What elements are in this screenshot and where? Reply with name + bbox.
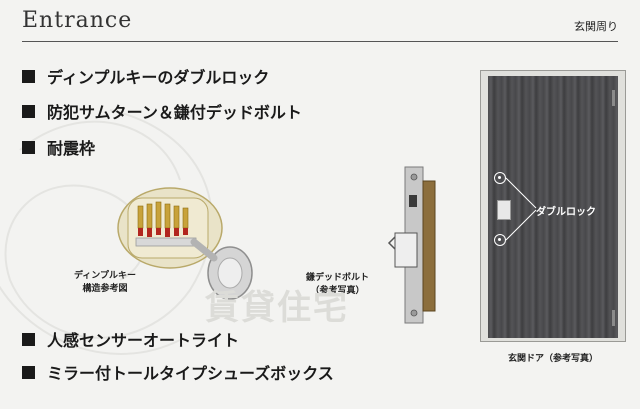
bullet-square-icon	[22, 69, 35, 83]
page-title: Entrance	[22, 8, 133, 33]
door-hinge-icon	[612, 310, 615, 326]
section-label: 玄関周り	[574, 20, 618, 33]
feature-item-seismic-frame: 耐震枠	[22, 135, 95, 159]
key-caption: ディンプルキー 構造参考図	[73, 271, 137, 294]
feature-label: 耐震枠	[47, 139, 96, 158]
feature-item-shoe-box: ミラー付トールタイプシューズボックス	[22, 360, 334, 384]
lower-lock-icon	[494, 234, 506, 246]
watermark-text: 賃貸住宅	[205, 288, 349, 328]
bullet-square-icon	[22, 140, 35, 154]
bullet-square-icon	[22, 332, 35, 346]
door-caption: 玄関ドア（参考写真）	[507, 354, 598, 364]
feature-label: ディンプルキーのダブルロック	[47, 68, 270, 87]
feature-item-sensor-light: 人感センサーオートライト	[22, 327, 239, 351]
header-divider	[22, 41, 618, 42]
dimple-key-cylinder-illustration	[117, 187, 253, 300]
bullet-square-icon	[22, 365, 35, 379]
deadbolt-caption: 鎌デッドボルト （参考写真）	[305, 273, 369, 296]
door-handle-icon	[497, 200, 511, 220]
feature-item-dimple-key: ディンプルキーのダブルロック	[22, 64, 269, 88]
feature-label: 防犯サムターン＆鎌付デッドボルト	[47, 103, 302, 122]
feature-label: ミラー付トールタイプシューズボックス	[47, 364, 334, 383]
lock-callout-lines	[505, 177, 537, 241]
bullet-square-icon	[22, 104, 35, 118]
double-lock-label: ダブルロック	[536, 207, 596, 218]
upper-lock-icon	[494, 172, 506, 184]
feature-label: 人感センサーオートライト	[47, 331, 240, 350]
deadbolt-lock-illustration	[387, 166, 436, 324]
door-hinge-icon	[612, 90, 615, 106]
feature-item-thumbturn-bolt: 防犯サムターン＆鎌付デッドボルト	[22, 99, 302, 123]
